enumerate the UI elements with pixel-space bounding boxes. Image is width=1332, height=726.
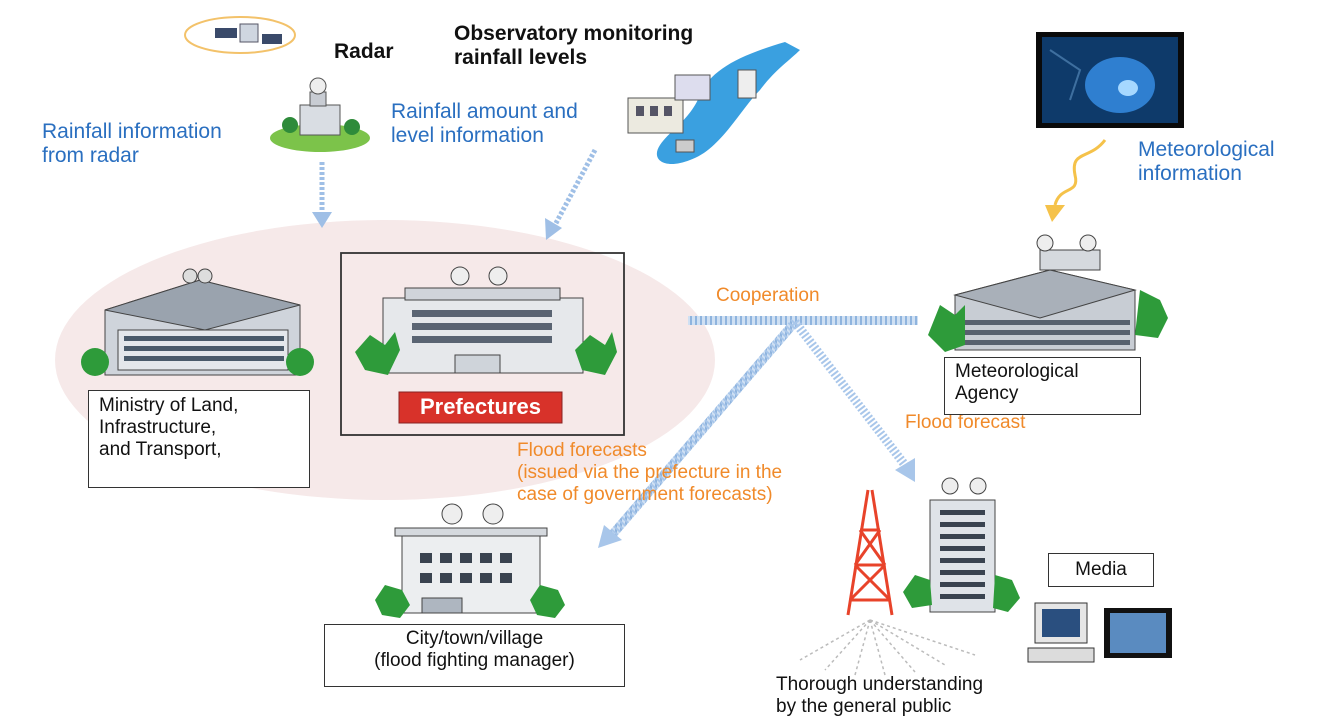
flood-forecasts-line3: case of government forecasts) (517, 484, 773, 506)
public-label: Thorough understanding by the general pu… (776, 674, 983, 718)
rainfall-amount-line1: Rainfall amount and (391, 100, 578, 123)
prefectures-label: Prefectures (419, 394, 542, 419)
arrow-observatory-to-prefectures (545, 148, 598, 240)
weather-satellite-image (1036, 32, 1184, 128)
ministry-line3: and Transport, (99, 438, 222, 460)
arrow-radar-to-ministry (312, 162, 332, 228)
flood-forecasts-line2: (issued via the prefecture in the (517, 462, 783, 484)
city-line1: City/town/village (405, 628, 544, 649)
public-line1: Thorough understanding (776, 674, 984, 695)
cooperation-line (688, 316, 918, 325)
observatory-label-line1: Observatory monitoring (454, 22, 694, 45)
flood-forecast-label: Flood forecast (905, 412, 1026, 433)
city-building-icon (375, 503, 565, 618)
city-line2: (flood fighting manager) (374, 649, 575, 671)
rainfall-amount-label: Rainfall amount and level information (391, 100, 578, 147)
media-box: Media (1048, 553, 1154, 587)
prefectures-frame (340, 252, 625, 436)
rainfall-amount-line2: level information (391, 123, 544, 147)
flood-forecasts-line1: Flood forecasts (517, 440, 647, 461)
radio-tower-icon (846, 489, 894, 616)
prefectures-badge (398, 391, 563, 424)
satellite-icon (184, 16, 296, 54)
meteorological-info-label: Meteorological information (1138, 138, 1275, 185)
public-line2: by the general public (776, 695, 952, 717)
prefecture-building-icon (355, 266, 617, 375)
ministry-building-icon (81, 268, 314, 376)
tv-icon (1104, 608, 1172, 658)
ministry-box: Ministry of Land, Infrastructure, and Tr… (88, 390, 310, 488)
cooperation-label: Cooperation (716, 285, 820, 306)
rainfall-radar-line2: from radar (42, 143, 139, 167)
rainfall-radar-line1: Rainfall information (42, 120, 222, 143)
arrow-meteo-to-agency (1045, 139, 1107, 222)
media-building-icon (903, 477, 1020, 613)
river-icon (627, 42, 800, 165)
met-agency-building-icon (928, 234, 1168, 352)
city-box: City/town/village (flood fighting manage… (324, 624, 625, 687)
ministry-line1: Ministry of Land, (99, 395, 239, 416)
ministry-line2: Infrastructure, (99, 416, 217, 438)
observatory-label: Observatory monitoring rainfall levels (454, 22, 693, 69)
met-agency-line1: Meteorological (955, 361, 1079, 382)
computer-icon (1027, 602, 1095, 663)
met-agency-line2: Agency (955, 382, 1019, 404)
radar-station-icon (270, 77, 370, 152)
arrow-to-city (598, 319, 799, 548)
meteo-info-line1: Meteorological (1138, 138, 1275, 161)
broadcast-rays (799, 619, 976, 676)
meteo-info-line2: information (1138, 161, 1242, 185)
observatory-label-line2: rainfall levels (454, 45, 588, 69)
arrow-to-media (791, 319, 915, 482)
met-agency-box: Meteorological Agency (944, 357, 1141, 415)
radar-label: Radar (334, 40, 394, 63)
flood-forecasts-label: Flood forecasts (issued via the prefectu… (517, 440, 782, 506)
rainfall-radar-label: Rainfall information from radar (42, 120, 222, 167)
